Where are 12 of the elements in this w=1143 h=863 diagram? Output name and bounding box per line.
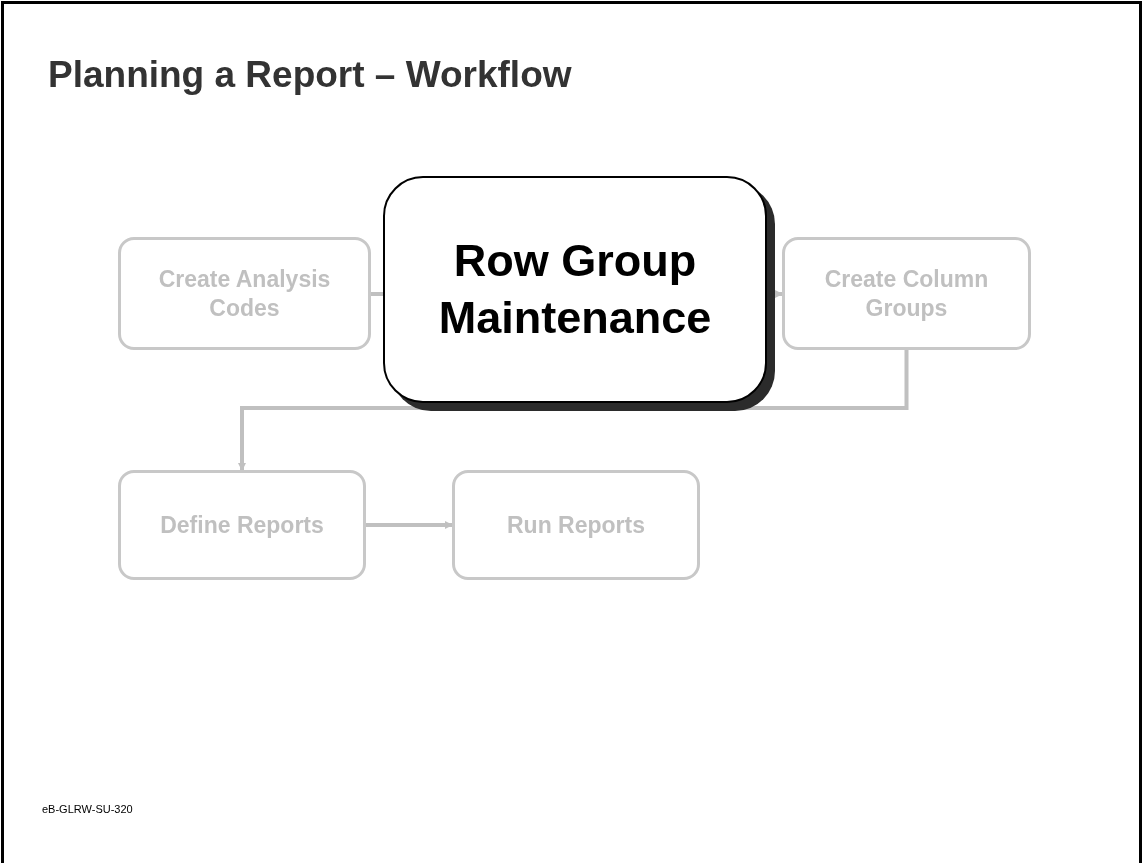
step-box [118,237,371,350]
document-code: eB-GLRW-SU-320 [42,802,133,817]
step-label: Define Reports [160,510,324,540]
step-label: Run Reports [507,510,645,540]
step-label: Create Column Groups [823,264,990,323]
connector-arrow [366,521,453,529]
step-label: Row Group Maintenance [437,234,713,345]
slide-title: Planning a Report – Workflow [48,53,572,97]
step-box [118,470,366,580]
step-box [782,237,1031,350]
step-box [452,470,700,580]
step-label: Create Analysis Codes [157,264,332,323]
